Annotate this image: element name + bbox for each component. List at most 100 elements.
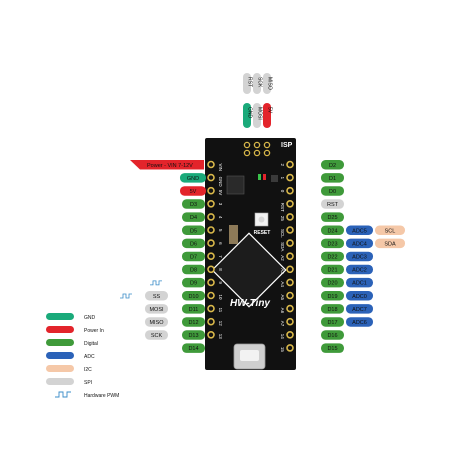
pin-label-bg bbox=[321, 173, 344, 183]
board-pad-right bbox=[286, 344, 294, 352]
silk-label-right: 15 bbox=[280, 347, 285, 353]
pin-label-bg bbox=[180, 173, 206, 183]
board-pad-left bbox=[207, 304, 215, 313]
board-pad-right bbox=[286, 330, 294, 339]
board-pad-left bbox=[207, 200, 215, 208]
silk-label-right: 25 bbox=[280, 216, 285, 222]
pin-label-bg bbox=[182, 343, 205, 353]
reset-button-cap[interactable] bbox=[258, 216, 265, 223]
board-pad-left bbox=[207, 291, 215, 300]
smd-component bbox=[271, 175, 278, 182]
silk-label-left: 5V bbox=[218, 190, 223, 196]
board-pad-left bbox=[207, 186, 215, 195]
silk-label-left: 3 bbox=[218, 203, 223, 206]
pin-label-bg bbox=[182, 225, 205, 235]
left-pin-labels: Power - VIN 7-12VGND5VD3D4D5D6D7D8D9D10S… bbox=[120, 160, 206, 353]
board-pad-right bbox=[286, 239, 294, 247]
legend-label: Hardware PWM bbox=[84, 393, 119, 399]
legend-label: Digital bbox=[84, 341, 98, 347]
led-red bbox=[263, 174, 266, 180]
i2c-label: SCL bbox=[385, 228, 396, 234]
pin-label: D10 bbox=[188, 294, 198, 300]
adc-label: ADC2 bbox=[352, 268, 367, 274]
silk-label-left: 8 bbox=[218, 268, 223, 271]
silk-label-left: 7 bbox=[218, 255, 223, 258]
legend-swatch bbox=[46, 326, 74, 333]
legend-swatch bbox=[46, 313, 74, 320]
adc-label-bg bbox=[346, 264, 373, 275]
board-pad-right bbox=[286, 291, 294, 300]
isp-bottom-pill bbox=[263, 103, 271, 128]
pin-label-bg bbox=[321, 160, 344, 170]
pin-label-bg bbox=[321, 264, 344, 275]
silk-label-right: A5 bbox=[280, 295, 285, 301]
board-pad-left bbox=[207, 252, 215, 261]
isp-top-pill bbox=[253, 73, 261, 94]
spi-label-bg bbox=[145, 304, 168, 314]
legend-swatch bbox=[46, 339, 74, 346]
hw-tiny-board: ISP RESET HW-Tiny VINGND5V34567891011121… bbox=[205, 138, 296, 370]
right-pad-column bbox=[286, 160, 294, 352]
silk-label-left: VIN bbox=[218, 164, 223, 172]
isp-top-label: RST bbox=[247, 77, 253, 87]
pin-label: D14 bbox=[188, 346, 198, 352]
board-pad-left bbox=[207, 265, 215, 274]
pin-label-bg bbox=[182, 291, 205, 301]
pin-label-bg bbox=[321, 291, 344, 301]
silk-label-right: 0 bbox=[280, 190, 285, 193]
adc-label-bg bbox=[346, 251, 373, 262]
pin-label: D9 bbox=[190, 281, 197, 287]
spi-label-bg bbox=[145, 317, 168, 327]
legend-swatch bbox=[46, 365, 74, 372]
pin-label-bg bbox=[321, 199, 344, 209]
board-pad-left bbox=[207, 213, 215, 221]
isp-pad bbox=[253, 141, 261, 149]
pin-label: D24 bbox=[327, 228, 337, 234]
pin-label: D8 bbox=[190, 268, 197, 274]
pin-label-bg bbox=[182, 238, 205, 249]
pin-label: D3 bbox=[190, 202, 197, 208]
silk-label-left: 4 bbox=[218, 216, 223, 219]
silk-label-left: GND bbox=[218, 177, 223, 188]
isp-pad bbox=[253, 149, 261, 157]
adc-label-bg bbox=[346, 317, 373, 327]
adc-label-bg bbox=[346, 277, 373, 288]
pin-label: D0 bbox=[329, 189, 336, 195]
isp-top-label: MISO bbox=[267, 77, 273, 90]
left-pad-column bbox=[207, 160, 215, 339]
silk-label-right: 14 bbox=[280, 334, 285, 340]
pin-label: 5V bbox=[190, 189, 197, 195]
pin-label-bg bbox=[182, 317, 205, 327]
adc-label: ADC5 bbox=[352, 228, 367, 234]
pin-label-bg bbox=[182, 304, 205, 314]
isp-top-label: SCK bbox=[257, 77, 263, 88]
spi-label-bg bbox=[145, 330, 168, 340]
pin-label: D20 bbox=[327, 281, 337, 287]
pin-label-bg bbox=[182, 330, 205, 340]
pin-label: D12 bbox=[188, 320, 198, 326]
hardware-pwm-icon bbox=[120, 293, 132, 299]
pin-label-bg bbox=[321, 317, 344, 327]
isp-pad bbox=[243, 149, 251, 157]
i2c-label-bg bbox=[375, 225, 405, 235]
board-pad-right bbox=[286, 213, 294, 221]
pin-label: D7 bbox=[190, 255, 197, 261]
pin-label-bg bbox=[321, 343, 344, 353]
legend-label: Power In bbox=[84, 328, 104, 334]
pin-label: RST bbox=[327, 202, 339, 208]
spi-label: SCK bbox=[151, 333, 163, 339]
isp-bottom-label: MOSI bbox=[257, 107, 263, 120]
silk-label-right: A4 bbox=[280, 281, 285, 287]
adc-label: ADC3 bbox=[352, 255, 367, 261]
legend-swatch bbox=[46, 378, 74, 385]
hardware-pwm-icon bbox=[150, 280, 162, 286]
board-pad-left bbox=[207, 239, 215, 247]
silk-label-right: RST bbox=[280, 203, 285, 212]
silk-label-right: SDA bbox=[280, 242, 285, 251]
usb-port bbox=[240, 350, 259, 361]
silk-label-left: 6 bbox=[218, 242, 223, 245]
